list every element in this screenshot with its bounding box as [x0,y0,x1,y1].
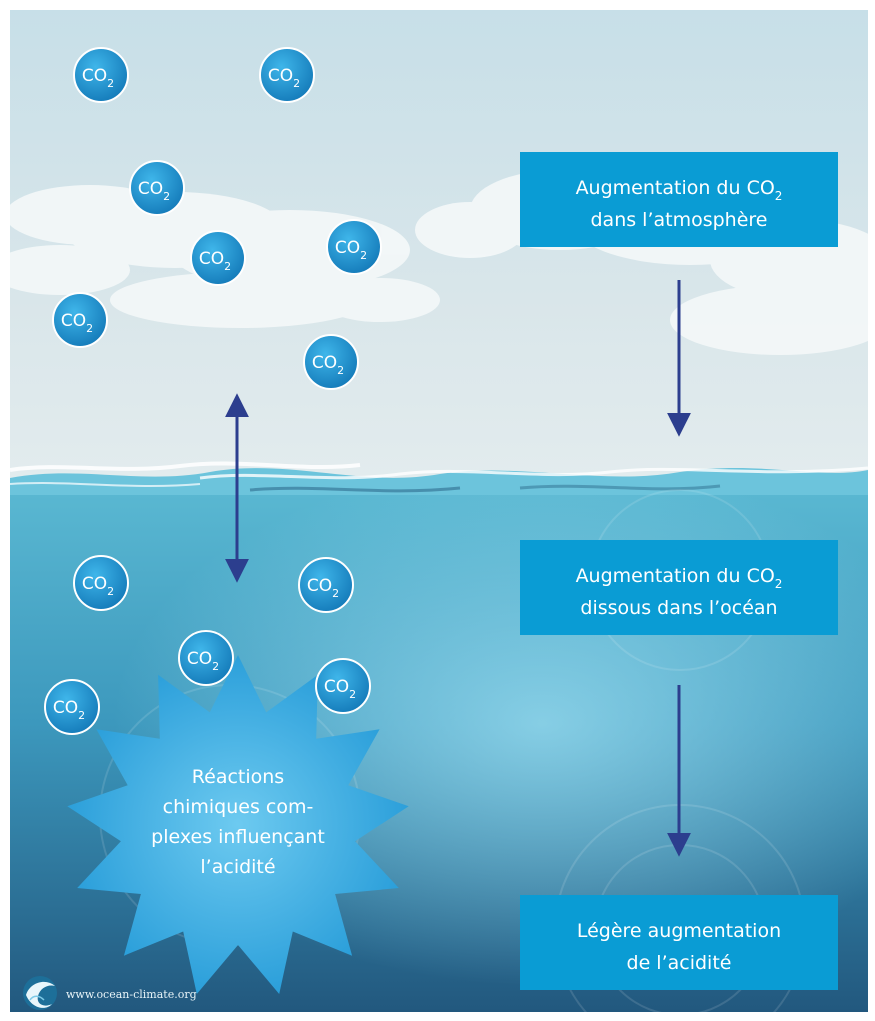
footer: www.ocean-climate.org [23,976,197,1010]
co2-molecule-icon: CO2 [73,47,129,103]
co2-molecule-icon: CO2 [190,230,246,286]
co2-label: CO2 [82,66,114,90]
step-box-atmosphere: Augmentation du CO2 dans l’atmosphère [520,152,838,247]
step-line-1: Augmentation du CO2 [576,565,783,591]
step-box-ocean: Augmentation du CO2 dissous dans l’océan [520,540,838,635]
co2-label: CO2 [61,311,93,335]
co2-label: CO2 [268,66,300,90]
co2-label: CO2 [82,574,114,598]
co2-label: CO2 [53,698,85,722]
co2-molecule-icon: CO2 [303,334,359,390]
co2-label: CO2 [199,249,231,273]
co2-label: CO2 [324,677,356,701]
reactions-line: Réactions [192,766,284,788]
co2-molecule-icon: CO2 [44,679,100,735]
step-line-1: Augmentation du CO2 [576,177,783,203]
co2-molecule-icon: CO2 [52,292,108,348]
reactions-line: l’acidité [200,856,275,878]
co2-molecule-icon: CO2 [259,47,315,103]
co2-label: CO2 [187,649,219,673]
step-line-2: de l’acidité [627,952,732,974]
co2-label: CO2 [335,238,367,262]
reactions-starburst: Réactions chimiques com- plexes influenç… [67,655,409,994]
step-line-2: dissous dans l’océan [580,597,777,619]
reactions-line: plexes influençant [151,826,325,848]
co2-molecule-icon: CO2 [315,658,371,714]
co2-molecule-icon: CO2 [178,630,234,686]
step-line-2: dans l’atmosphère [590,209,767,231]
water-surface [10,461,868,495]
co2-label: CO2 [307,576,339,600]
step-line-1: Légère augmentation [577,920,781,942]
ocean-climate-logo-icon [23,976,57,1010]
website-link[interactable]: www.ocean-climate.org [66,988,197,1001]
co2-label: CO2 [312,353,344,377]
co2-label: CO2 [138,179,170,203]
co2-molecule-icon: CO2 [73,555,129,611]
step-boxes: Augmentation du CO2 dans l’atmosphère Au… [520,152,838,990]
co2-molecule-icon: CO2 [326,219,382,275]
co2-molecule-icon: CO2 [129,160,185,216]
step-box-acidity: Légère augmentation de l’acidité [520,895,838,990]
reactions-line: chimiques com- [163,796,314,818]
co2-molecule-icon: CO2 [298,557,354,613]
